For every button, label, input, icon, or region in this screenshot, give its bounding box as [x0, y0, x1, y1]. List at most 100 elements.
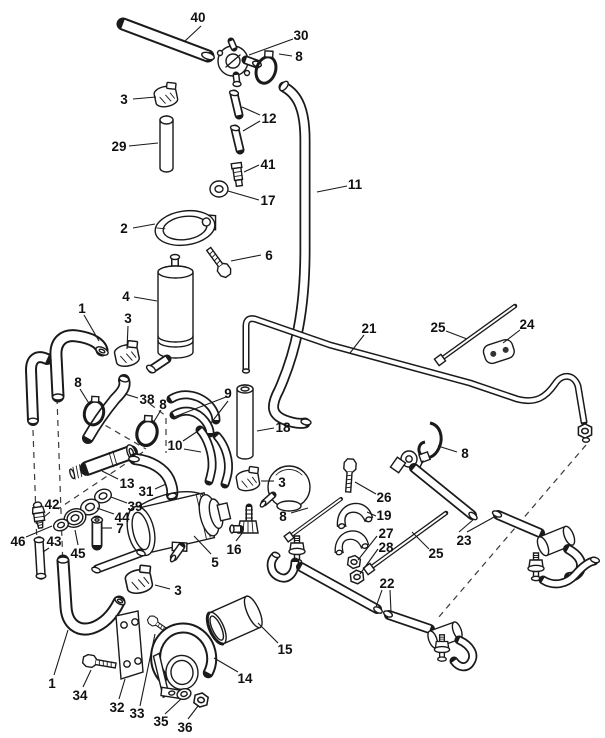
callout-leader: [445, 330, 468, 340]
callout-label-14: 14: [237, 671, 253, 686]
part-nut-36: [192, 691, 210, 709]
part-bolt-6: [203, 244, 234, 280]
callout-leader: [183, 448, 202, 453]
callout-leader: [152, 409, 162, 424]
callout-leader: [43, 511, 51, 518]
part-fuel-line-21: [241, 315, 593, 443]
callout-leader: [248, 38, 294, 56]
callout-label-33: 33: [129, 706, 145, 721]
callout-label-2: 2: [120, 221, 128, 236]
part-cylinder-29: [159, 115, 174, 173]
callout-leader: [110, 496, 128, 504]
part-grommet-17: [209, 180, 229, 198]
callout-leader: [354, 481, 377, 495]
callout-label-38: 38: [139, 392, 155, 407]
part-sleeve-15: [205, 595, 263, 646]
part-hose-38: [82, 374, 131, 444]
part-fitting-42: [31, 501, 46, 529]
callout-leader: [389, 589, 392, 613]
callout-leader: [173, 396, 227, 418]
callout-label-28: 28: [378, 540, 394, 555]
part-hose-31: [128, 453, 179, 501]
callout-leader: [366, 511, 377, 517]
callout-label-8: 8: [74, 375, 82, 390]
callout-leader: [316, 185, 348, 193]
callout-label-10: 10: [167, 438, 182, 453]
part-clamp-8-mid: [132, 411, 163, 450]
part-hose-23: [389, 450, 601, 589]
callout-label-3: 3: [120, 92, 128, 107]
callout-label-9: 9: [224, 386, 232, 401]
part-tie-strap-8-rod: [283, 497, 343, 543]
callout-label-16: 16: [226, 542, 242, 557]
callout-label-3: 3: [174, 583, 182, 598]
callout-leader: [290, 507, 309, 514]
callout-label-13: 13: [119, 476, 135, 491]
callout-leader: [243, 164, 260, 173]
callout-label-3: 3: [124, 311, 132, 326]
callout-leader: [118, 678, 126, 700]
callout-leader: [154, 483, 167, 490]
callout-leader: [164, 698, 182, 715]
part-clamp-8-top: [254, 50, 278, 85]
callout-label-15: 15: [277, 642, 293, 657]
callout-leader: [83, 314, 100, 342]
callout-leader: [230, 254, 262, 262]
callout-leader: [458, 518, 475, 533]
callout-leader: [124, 393, 139, 399]
callout-leader: [82, 669, 92, 688]
callout-label-3: 3: [278, 475, 286, 490]
callout-label-21: 21: [361, 321, 377, 336]
callout-leader: [257, 622, 279, 644]
part-tubes-12: [228, 89, 245, 155]
callout-label-35: 35: [153, 714, 169, 729]
part-hoses-9: [166, 390, 221, 438]
callout-leader: [128, 142, 159, 147]
callout-leader: [466, 515, 497, 533]
callout-label-41: 41: [260, 157, 276, 172]
part-clamp-3-lower: [122, 562, 157, 597]
callout-leader: [133, 296, 158, 302]
part-cable-tie-8: [417, 421, 443, 468]
callout-leader: [359, 548, 379, 575]
callout-label-44: 44: [114, 510, 130, 525]
part-hoses-10: [195, 425, 233, 489]
part-pump-fitting-30: [216, 37, 263, 88]
callout-leader: [25, 525, 53, 538]
callout-leader: [126, 325, 129, 350]
part-cylinder-18: [236, 384, 254, 460]
part-hose-1-lower: [56, 554, 126, 636]
callout-label-46: 46: [10, 534, 26, 549]
part-ring-46: [53, 518, 69, 532]
part-pump-dome: [259, 465, 311, 512]
part-bolt-34: [81, 653, 118, 673]
callout-label-40: 40: [190, 10, 205, 25]
callout-label-39: 39: [127, 499, 142, 514]
callout-leader: [256, 427, 275, 432]
part-mount-clamp-24: [482, 338, 515, 365]
callout-leader: [79, 388, 91, 406]
callout-leader: [184, 25, 202, 42]
callout-leader: [96, 507, 115, 515]
callout-label-27: 27: [378, 526, 393, 541]
callout-label-45: 45: [70, 546, 86, 561]
callout-label-5: 5: [211, 555, 219, 570]
callout-label-36: 36: [177, 720, 193, 735]
callout-leader: [357, 535, 378, 561]
callout-label-8: 8: [279, 509, 287, 524]
callout-label-30: 30: [293, 28, 308, 43]
callout-label-12: 12: [261, 111, 276, 126]
callout-label-42: 42: [44, 497, 59, 512]
callout-leader: [213, 657, 239, 673]
part-fitting-41: [230, 161, 244, 188]
callout-label-7: 7: [116, 521, 124, 536]
part-hose-22: [266, 535, 478, 672]
callout-leader: [278, 53, 293, 57]
part-clamp-halves-19: [330, 499, 374, 557]
callout-leader: [42, 547, 50, 553]
callout-leader: [74, 529, 79, 546]
part-bolt-26: [341, 457, 358, 494]
part-elbow-16: [229, 503, 259, 534]
part-connector-13: [69, 444, 138, 480]
